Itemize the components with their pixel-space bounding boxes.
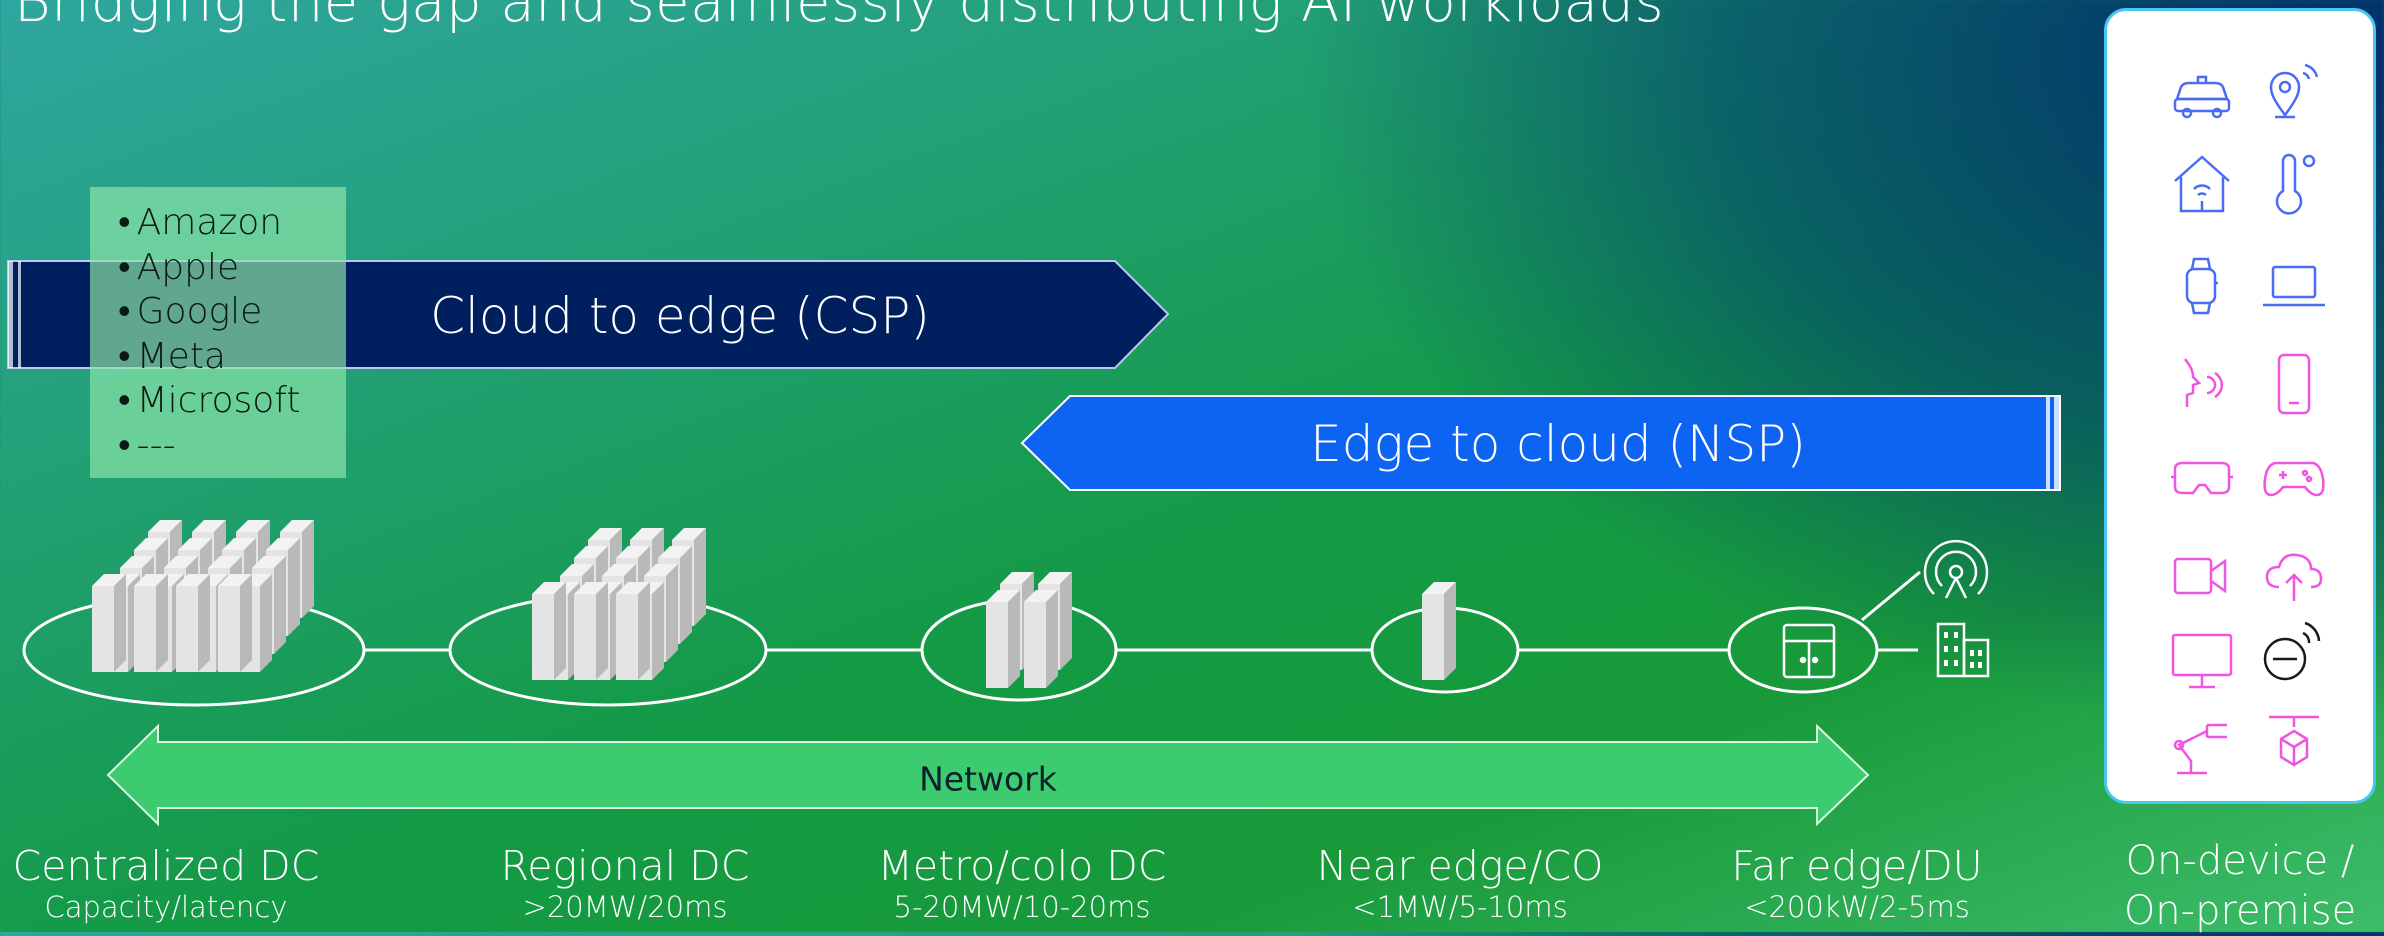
near-edge-server [1422,582,1456,680]
company-item: Apple [118,246,346,291]
building-icon [1936,622,1990,678]
on-device-label: On-device / On-premise [2124,836,2356,936]
dc-spec: 5-20MW/10-20ms [893,890,1151,924]
regional-dc-servers [532,528,706,680]
location-signal-icon [2269,63,2319,119]
far-edge-label: Far edge/DU <200kW/2-5ms [1731,842,1982,924]
near-edge-label: Near edge/CO <1MW/5-10ms [1317,842,1604,924]
far-edge-cabinet-icon [1782,623,1836,679]
company-item: Microsoft [118,379,346,424]
smartwatch-icon [2185,257,2218,315]
car-icon [2173,75,2231,119]
network-label: Network [919,759,1057,799]
centralized-dc-servers [92,520,314,672]
dc-spec: Capacity/latency [44,890,288,924]
company-item: Meta [118,335,346,380]
smartphone-icon [2277,353,2311,415]
cloud-upload-icon [2265,553,2323,601]
company-item: Amazon [118,201,346,246]
laptop-icon [2263,265,2325,307]
device-panel [2104,8,2376,804]
antenna-icon [1923,539,1989,599]
robot-arm-icon [2173,723,2227,775]
connection-lines [364,570,1921,652]
company-item: Google [118,290,346,335]
metro-dc-servers [986,572,1072,688]
monitor-icon [2171,633,2233,689]
dc-spec: <200kW/2-5ms [1744,890,1970,924]
vr-headset-icon [2171,461,2233,495]
on-device-line1: On-device / [2125,838,2355,884]
dc-spec: >20MW/20ms [522,890,728,924]
network-arrow [106,723,1870,827]
dc-name: Centralized DC [12,842,320,890]
on-device-line2: On-premise [2123,888,2357,934]
dc-spec: <1MW/5-10ms [1352,890,1568,924]
centralized-dc-label: Centralized DC Capacity/latency [13,842,320,924]
company-item: --- [118,424,346,469]
edge-to-cloud-label: Edge to cloud (NSP) [1310,415,1806,473]
companies-box: Amazon Apple Google Meta Microsoft --- [90,187,346,478]
dc-name: Near edge/CO [1316,842,1604,890]
edge-to-cloud-banner [1020,395,2061,491]
sensor-icon [2263,621,2321,681]
dc-name: Regional DC [500,842,750,890]
regional-dc-label: Regional DC >20MW/20ms [501,842,750,924]
metro-dc-label: Metro/colo DC 5-20MW/10-20ms [878,842,1167,924]
dc-name: Far edge/DU [1731,842,1983,890]
voice-assistant-icon [2183,358,2224,407]
video-camera-icon [2173,557,2227,595]
dc-name: Metro/colo DC [877,842,1167,890]
gamepad-icon [2263,461,2325,497]
smart-home-icon [2174,155,2230,213]
cloud-to-edge-label: Cloud to edge (CSP) [430,287,930,345]
thermometer-icon [2275,153,2316,215]
drone-package-icon [2269,715,2319,767]
far-edge-node [1727,606,1879,694]
slide-title: Bridging the gap and seamlessly distribu… [14,0,1665,35]
